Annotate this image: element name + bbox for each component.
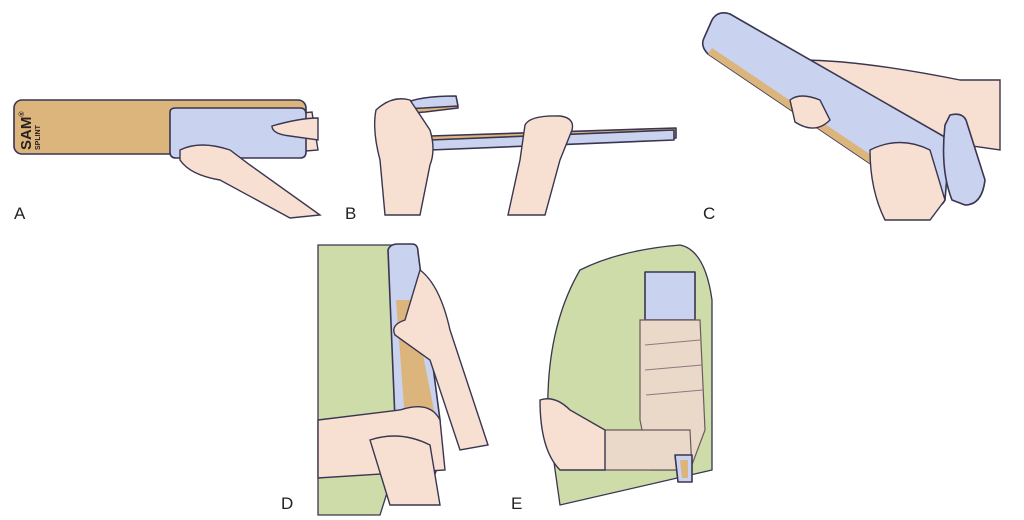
logo-registered-mark: ®: [19, 111, 26, 117]
panel-label-c: C: [703, 204, 716, 223]
panel-label-b: B: [345, 204, 357, 223]
panel-c-illustration: [701, 12, 1001, 221]
panel-a-illustration: [13, 99, 322, 219]
splint-logo-text: SAM® SPLINT: [16, 104, 46, 150]
panel-b-illustration: [373, 95, 677, 216]
panel-e-illustration: [539, 244, 713, 506]
splint-logo: SAM® SPLINT: [16, 104, 46, 150]
panel-label-d: D: [281, 494, 294, 513]
panel-label-e: E: [511, 494, 523, 513]
logo-sub: SPLINT: [35, 125, 42, 150]
logo-brand: SAM: [18, 116, 35, 150]
panel-d-illustration: [317, 243, 489, 516]
panel-label-a: A: [14, 204, 26, 223]
logo-brand-line: SAM®: [18, 111, 35, 150]
